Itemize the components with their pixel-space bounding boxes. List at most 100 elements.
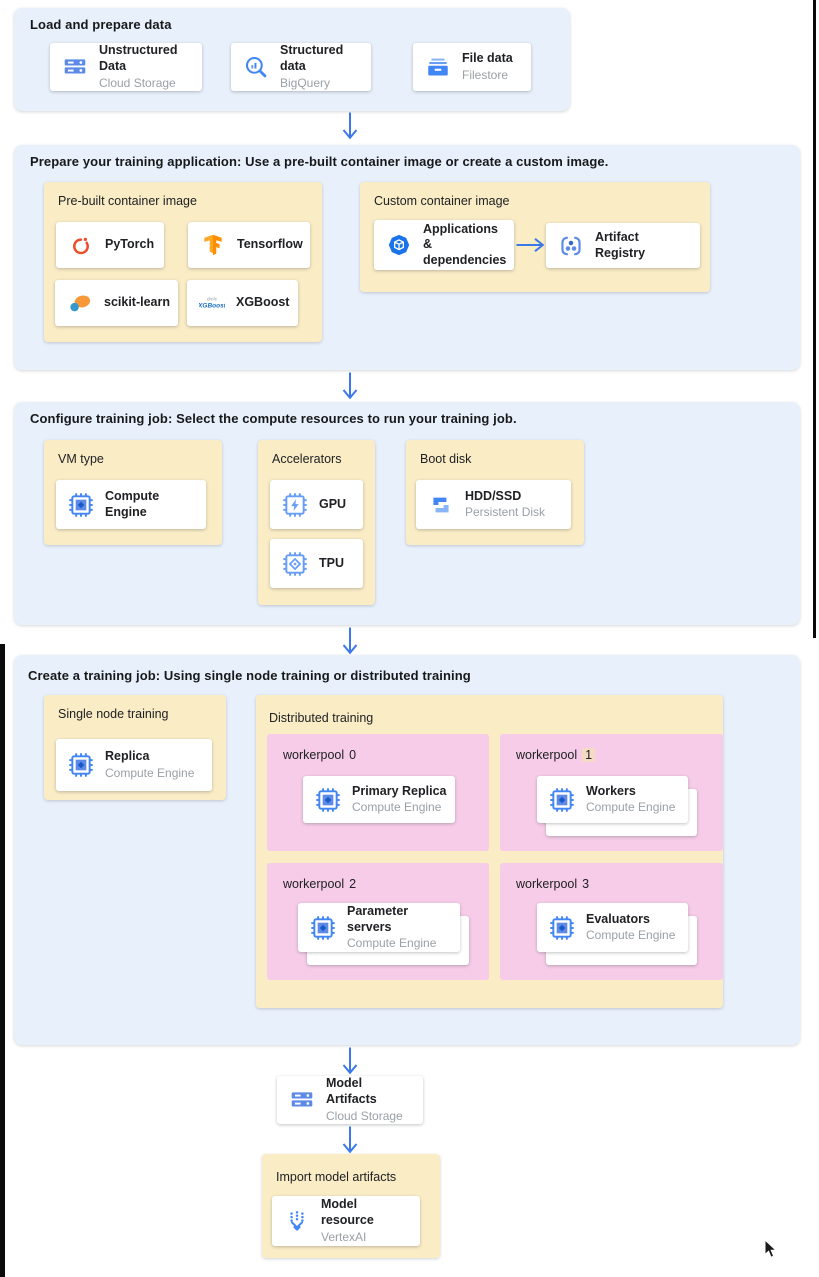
- group-label: Import model artifacts: [276, 1170, 397, 1184]
- cloud-storage-icon: [62, 54, 88, 80]
- section-load-and-prepare-data: Load and prepare data Unstructured Data …: [14, 8, 570, 111]
- card-scikit-learn: scikit-learn: [55, 280, 178, 326]
- card-title: Structured data: [280, 43, 344, 73]
- group-label: VM type: [58, 452, 104, 466]
- card-title: File data: [462, 51, 513, 66]
- card-artifact-registry: Artifact Registry: [546, 223, 700, 268]
- card-workers: Workers Compute Engine: [537, 776, 688, 823]
- group-label: Accelerators: [272, 452, 342, 466]
- gpu-icon: [282, 492, 308, 518]
- card-title: Model resource: [321, 1197, 374, 1227]
- arrow-down-icon: [340, 372, 360, 400]
- group-import-model-artifacts: Import model artifacts Model resource Ve…: [262, 1154, 440, 1258]
- card-primary-replica: Primary Replica Compute Engine: [303, 776, 455, 823]
- mouse-cursor-icon: [764, 1239, 778, 1258]
- group-label: Custom container image: [374, 194, 510, 208]
- tpu-icon: [282, 551, 308, 577]
- card-model-resource: Model resource VertexAI: [272, 1196, 420, 1246]
- right-edge-black-line: [813, 0, 816, 638]
- card-title: Primary Replica: [352, 783, 447, 798]
- group-label: Boot disk: [420, 452, 472, 466]
- cloud-storage-icon: [289, 1087, 315, 1113]
- card-subtitle: Compute Engine: [586, 928, 676, 943]
- card-title: HDD/SSD: [465, 488, 522, 503]
- card-title: Workers: [586, 783, 636, 798]
- compute-engine-icon: [68, 752, 94, 778]
- card-title: XGBoost: [236, 295, 290, 310]
- section-title: Load and prepare data: [30, 17, 172, 32]
- section-title: Prepare your training application: Use a…: [30, 154, 609, 169]
- card-subtitle: Compute Engine: [352, 800, 442, 815]
- compute-engine-icon: [315, 787, 341, 813]
- card-subtitle: Persistent Disk: [465, 505, 546, 520]
- card-gpu: GPU: [270, 480, 363, 529]
- group-accelerators: Accelerators GPU TPU: [258, 440, 375, 605]
- card-unstructured-data: Unstructured Data Cloud Storage: [50, 43, 202, 91]
- pool-number: 0: [349, 748, 357, 762]
- section-title: Create a training job: Using single node…: [28, 668, 471, 683]
- card-tensorflow: Tensorflow: [188, 222, 310, 268]
- card-title: Replica: [105, 749, 150, 764]
- card-structured-data: Structured data BigQuery: [231, 43, 371, 91]
- arrow-down-icon: [340, 1126, 360, 1154]
- card-applications-dependencies: Applications & dependencies: [374, 220, 514, 270]
- card-parameter-servers: Parameter servers Compute Engine: [298, 903, 460, 952]
- persistent-disk-icon: [428, 492, 454, 518]
- card-file-data: File data Filestore: [413, 43, 531, 91]
- card-title: Compute Engine: [105, 488, 160, 519]
- card-title: scikit-learn: [104, 295, 171, 310]
- card-title: Unstructured Data: [99, 43, 178, 73]
- card-evaluators: Evaluators Compute Engine: [537, 903, 688, 952]
- card-subtitle: VertexAI: [321, 1229, 367, 1244]
- scikit-learn-icon: [67, 290, 93, 316]
- card-title: Artifact Registry: [595, 229, 646, 260]
- arrow-right-icon: [516, 236, 546, 254]
- card-title: Evaluators: [586, 911, 650, 926]
- bigquery-icon: [243, 54, 269, 80]
- arrow-down-icon: [340, 627, 360, 655]
- card-title: TPU: [319, 555, 344, 570]
- card-subtitle: BigQuery: [280, 75, 331, 90]
- card-subtitle: Cloud Storage: [326, 1108, 403, 1123]
- section-prepare-training-application: Prepare your training application: Use a…: [14, 145, 800, 370]
- card-title: Tensorflow: [237, 237, 303, 252]
- card-title: Parameter servers: [347, 903, 409, 934]
- pool-number-highlighted: 1: [582, 748, 596, 762]
- pytorch-icon: [68, 232, 94, 258]
- pool-number: 2: [349, 877, 357, 891]
- card-tpu: TPU: [270, 539, 363, 588]
- tensorflow-icon: [200, 232, 226, 258]
- card-subtitle: Compute Engine: [347, 936, 437, 951]
- section-title: Configure training job: Select the compu…: [30, 411, 517, 426]
- compute-engine-icon: [310, 915, 336, 941]
- card-subtitle: Filestore: [462, 67, 509, 82]
- card-model-artifacts: Model Artifacts Cloud Storage: [277, 1076, 423, 1124]
- filestore-icon: [425, 54, 451, 80]
- card-subtitle: Compute Engine: [586, 800, 676, 815]
- compute-engine-icon: [549, 787, 575, 813]
- group-custom-container-image: Custom container image Applications & de…: [360, 182, 710, 292]
- card-title: Model Artifacts: [326, 1076, 377, 1106]
- section-configure-training-job: Configure training job: Select the compu…: [14, 402, 800, 625]
- group-label: Pre-built container image: [58, 194, 197, 208]
- card-title: Applications & dependencies: [423, 221, 507, 267]
- card-pytorch: PyTorch: [56, 222, 164, 268]
- xgboost-icon: [199, 290, 225, 316]
- card-replica: Replica Compute Engine: [56, 739, 212, 791]
- group-boot-disk: Boot disk HDD/SSD Persistent Disk: [406, 440, 584, 545]
- card-title: GPU: [319, 496, 347, 511]
- pool-number: 3: [582, 877, 590, 891]
- compute-engine-icon: [68, 492, 94, 518]
- group-prebuilt-container-image: Pre-built container image PyTorch Tensor…: [44, 182, 322, 342]
- left-edge-black-line: [0, 644, 5, 1277]
- group-single-node-training: Single node training Replica Compute Eng…: [44, 695, 226, 800]
- vertex-ai-icon: [284, 1208, 310, 1234]
- card-subtitle: Compute Engine: [105, 765, 195, 780]
- card-title: PyTorch: [105, 237, 155, 252]
